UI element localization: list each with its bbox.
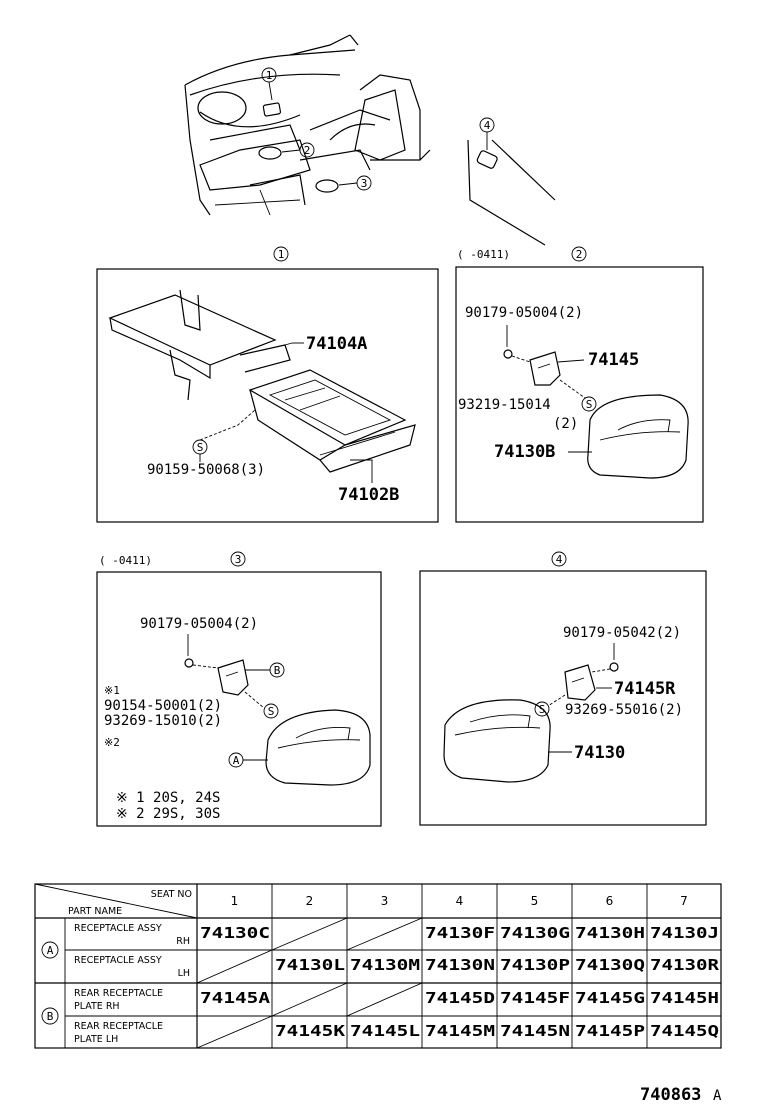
row-2-name-line2: LH bbox=[178, 968, 190, 979]
panel-3: ( -0411) 3 90179-05004(2) B ※1 90154-500… bbox=[96, 551, 382, 827]
part-number-cell: 74145K bbox=[275, 1022, 346, 1040]
panel-4: 4 90179-05042(2) 74145R S 93269-55016(2)… bbox=[419, 551, 707, 826]
part-number-cell: 74130N bbox=[425, 956, 495, 974]
empty-cell-diagonal bbox=[196, 949, 273, 984]
part-number-cell: 74130L bbox=[275, 956, 345, 974]
panel-1: 1 74104A S 90159-50068(3) 74102B bbox=[96, 246, 439, 523]
seat-number-6: 6 bbox=[606, 894, 614, 908]
panel-1-frame bbox=[96, 268, 439, 523]
panel-2-range: ( -0411) bbox=[457, 248, 510, 261]
row-4-name-line1: REAR RECEPTACLE bbox=[74, 1021, 163, 1032]
empty-cell-diagonal bbox=[346, 982, 423, 1017]
part-74145-label: 74145 bbox=[588, 350, 639, 370]
part-number-cell: 74145P bbox=[575, 1022, 645, 1040]
part-number-cell: 74130M bbox=[350, 956, 420, 974]
part-number-cell: 74145L bbox=[350, 1022, 420, 1040]
part-number-cell: 74145N bbox=[500, 1022, 570, 1040]
panel-2-frame bbox=[455, 266, 704, 523]
note-2-mark: ※2 bbox=[104, 736, 120, 749]
part-number-cell: 74130Q bbox=[575, 956, 645, 974]
callout-4: 4 bbox=[484, 119, 491, 132]
figure-id: 740863 bbox=[640, 1085, 701, 1105]
nut-90179-05042-label: 90179-05042(2) bbox=[563, 625, 681, 641]
row-1-name-line2: RH bbox=[176, 936, 190, 947]
nut-90179-05004-p3-label: 90179-05004(2) bbox=[140, 616, 258, 632]
screw-93269-55016-label: 93269-55016(2) bbox=[565, 702, 683, 718]
panel-3-s-mark: S bbox=[268, 705, 275, 718]
panel-1-s-mark: S bbox=[197, 441, 204, 454]
footnote-1: ※ 1 20S, 24S bbox=[116, 790, 220, 806]
part-74130B-label: 74130B bbox=[494, 442, 555, 462]
row-3-name-line1: REAR RECEPTACLE bbox=[74, 988, 163, 999]
panel-4-frame bbox=[419, 570, 707, 826]
part-number-cell: 74145M bbox=[425, 1022, 495, 1040]
screw-93269-15010-label: 93269-15010(2) bbox=[104, 713, 222, 729]
panel-3-range: ( -0411) bbox=[99, 554, 152, 567]
panel-1-number: 1 bbox=[278, 248, 285, 261]
empty-cell-diagonal bbox=[271, 917, 348, 951]
row-4-name-line2: PLATE LH bbox=[74, 1034, 118, 1045]
group-a-mark: A bbox=[47, 944, 54, 957]
seat-number-1: 1 bbox=[231, 894, 239, 908]
row-1-name-line1: RECEPTACLE ASSY bbox=[74, 923, 162, 934]
seat-number-7: 7 bbox=[680, 894, 688, 908]
seat-number-4: 4 bbox=[456, 894, 464, 908]
note-1-mark: ※1 bbox=[104, 684, 120, 697]
panel-4-number: 4 bbox=[556, 553, 563, 566]
panel-2-number: 2 bbox=[576, 248, 583, 261]
part-74102B-label: 74102B bbox=[338, 485, 399, 505]
part-number-cell: 74145H bbox=[650, 989, 719, 1007]
screw-90154-label: 90154-50001(2) bbox=[104, 698, 222, 714]
part-number-cell: 74130F bbox=[425, 924, 495, 942]
panel-2-s-mark: S bbox=[586, 398, 593, 411]
part-number-cell: 74145A bbox=[200, 989, 271, 1007]
part-74130-label: 74130 bbox=[574, 743, 625, 763]
header-seat-no: SEAT NO bbox=[151, 889, 192, 900]
footnote-2: ※ 2 29S, 30S bbox=[116, 806, 220, 822]
part-74104A-label: 74104A bbox=[306, 334, 367, 354]
seat-parts-table: SEAT NO PART NAME A B 1 2 3 4 5 6 7RECEPTACLE … bbox=[34, 883, 722, 1049]
panel-3-a-mark: A bbox=[233, 754, 240, 767]
seat-number-3: 3 bbox=[381, 894, 389, 908]
part-number-cell: 74145D bbox=[425, 989, 495, 1007]
group-b-mark: B bbox=[47, 1010, 54, 1023]
panel-3-number: 3 bbox=[235, 553, 242, 566]
callout-1: 1 bbox=[266, 69, 273, 82]
screw-93219-label: 93219-15014 bbox=[458, 397, 551, 413]
screw-90159-label: 90159-50068(3) bbox=[147, 462, 265, 478]
empty-cell-diagonal bbox=[346, 917, 423, 951]
vehicle-interior-sketch: 1 2 3 4 bbox=[184, 34, 556, 246]
part-number-cell: 74145G bbox=[575, 989, 645, 1007]
figure-suffix: A bbox=[713, 1088, 722, 1104]
part-number-cell: 74130J bbox=[650, 924, 719, 942]
row-2-name-line1: RECEPTACLE ASSY bbox=[74, 955, 162, 966]
part-number-cell: 74130C bbox=[200, 924, 270, 942]
empty-cell-diagonal bbox=[271, 982, 348, 1017]
screw-93219-qty: (2) bbox=[553, 416, 578, 432]
seat-number-2: 2 bbox=[306, 894, 314, 908]
panel-2: ( -0411) 2 90179-05004(2) 74145 93219-15… bbox=[455, 246, 704, 523]
panel-3-frame bbox=[96, 571, 382, 827]
panel-4-s-mark: S bbox=[539, 703, 546, 716]
part-number-cell: 74130P bbox=[500, 956, 570, 974]
part-74145R-label: 74145R bbox=[614, 679, 676, 699]
part-number-cell: 74145Q bbox=[650, 1022, 719, 1040]
part-number-cell: 74130H bbox=[575, 924, 645, 942]
row-3-name-line2: PLATE RH bbox=[74, 1001, 120, 1012]
part-number-cell: 74130G bbox=[500, 924, 570, 942]
callout-3: 3 bbox=[361, 177, 368, 190]
empty-cell-diagonal bbox=[196, 1015, 273, 1049]
part-number-cell: 74145F bbox=[500, 989, 570, 1007]
callout-2: 2 bbox=[304, 144, 311, 157]
header-part-name: PART NAME bbox=[68, 906, 122, 917]
nut-90179-05004-label: 90179-05004(2) bbox=[465, 305, 583, 321]
seat-number-5: 5 bbox=[531, 894, 539, 908]
panel-3-b-mark: B bbox=[274, 664, 281, 677]
part-number-cell: 74130R bbox=[650, 956, 720, 974]
